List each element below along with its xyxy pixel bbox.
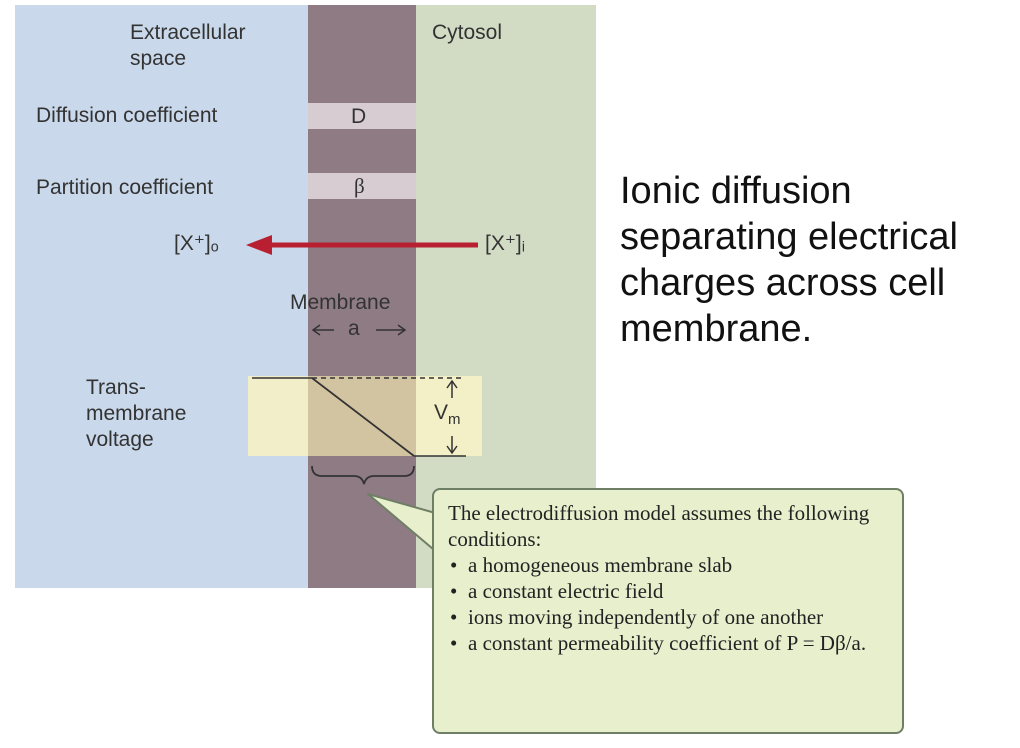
- membrane-width-arrowhead-left: [311, 324, 321, 336]
- extracellular-label: Extracellular space: [130, 21, 246, 70]
- vm-symbol: Vm: [434, 400, 461, 433]
- ion-inside-label: [X⁺]ᵢ: [485, 232, 526, 255]
- callout-condition-item: a homogeneous membrane slab: [448, 552, 890, 578]
- diffusion-symbol: D: [351, 105, 367, 128]
- callout-condition-item: a constant electric field: [448, 578, 890, 604]
- partition-highlight: [308, 173, 416, 199]
- caption: Ionic diffusion separating electrical ch…: [620, 170, 958, 350]
- membrane-label: Membrane: [290, 291, 391, 314]
- membrane-band: [308, 5, 416, 588]
- vm-arrowhead-down: [446, 445, 458, 455]
- ion-outside-label: [X⁺]ₒ: [174, 232, 219, 255]
- cytosol-label: Cytosol: [432, 21, 503, 44]
- partition-coefficient-label: Partition coefficient: [36, 176, 214, 199]
- callout-condition-item: ions moving independently of one another: [448, 604, 890, 630]
- membrane-brace: [311, 465, 415, 485]
- callout-intro: The electrodiffusion model assumes the f…: [448, 501, 870, 551]
- callout-condition-item: a constant permeability coefficient of P…: [448, 630, 890, 656]
- vm-symbol-letter: V: [434, 401, 449, 424]
- ion-flux-arrowhead: [246, 235, 272, 255]
- partition-symbol: β: [354, 174, 365, 198]
- electrodiffusion-callout: The electrodiffusion model assumes the f…: [432, 488, 904, 734]
- diffusion-highlight: [308, 103, 416, 129]
- extracellular-region: [15, 5, 310, 588]
- vm-arrowhead-up: [446, 379, 458, 389]
- transmembrane-voltage-label: Trans- membrane voltage: [86, 376, 187, 451]
- voltage-slope: [311, 377, 415, 457]
- membrane-width-symbol: a: [348, 317, 360, 340]
- membrane-width-arrowhead-right: [397, 324, 407, 336]
- diffusion-coefficient-label: Diffusion coefficient: [36, 104, 218, 127]
- vm-symbol-subscript: m: [448, 411, 461, 429]
- callout-conditions-list: a homogeneous membrane slab a constant e…: [448, 552, 890, 656]
